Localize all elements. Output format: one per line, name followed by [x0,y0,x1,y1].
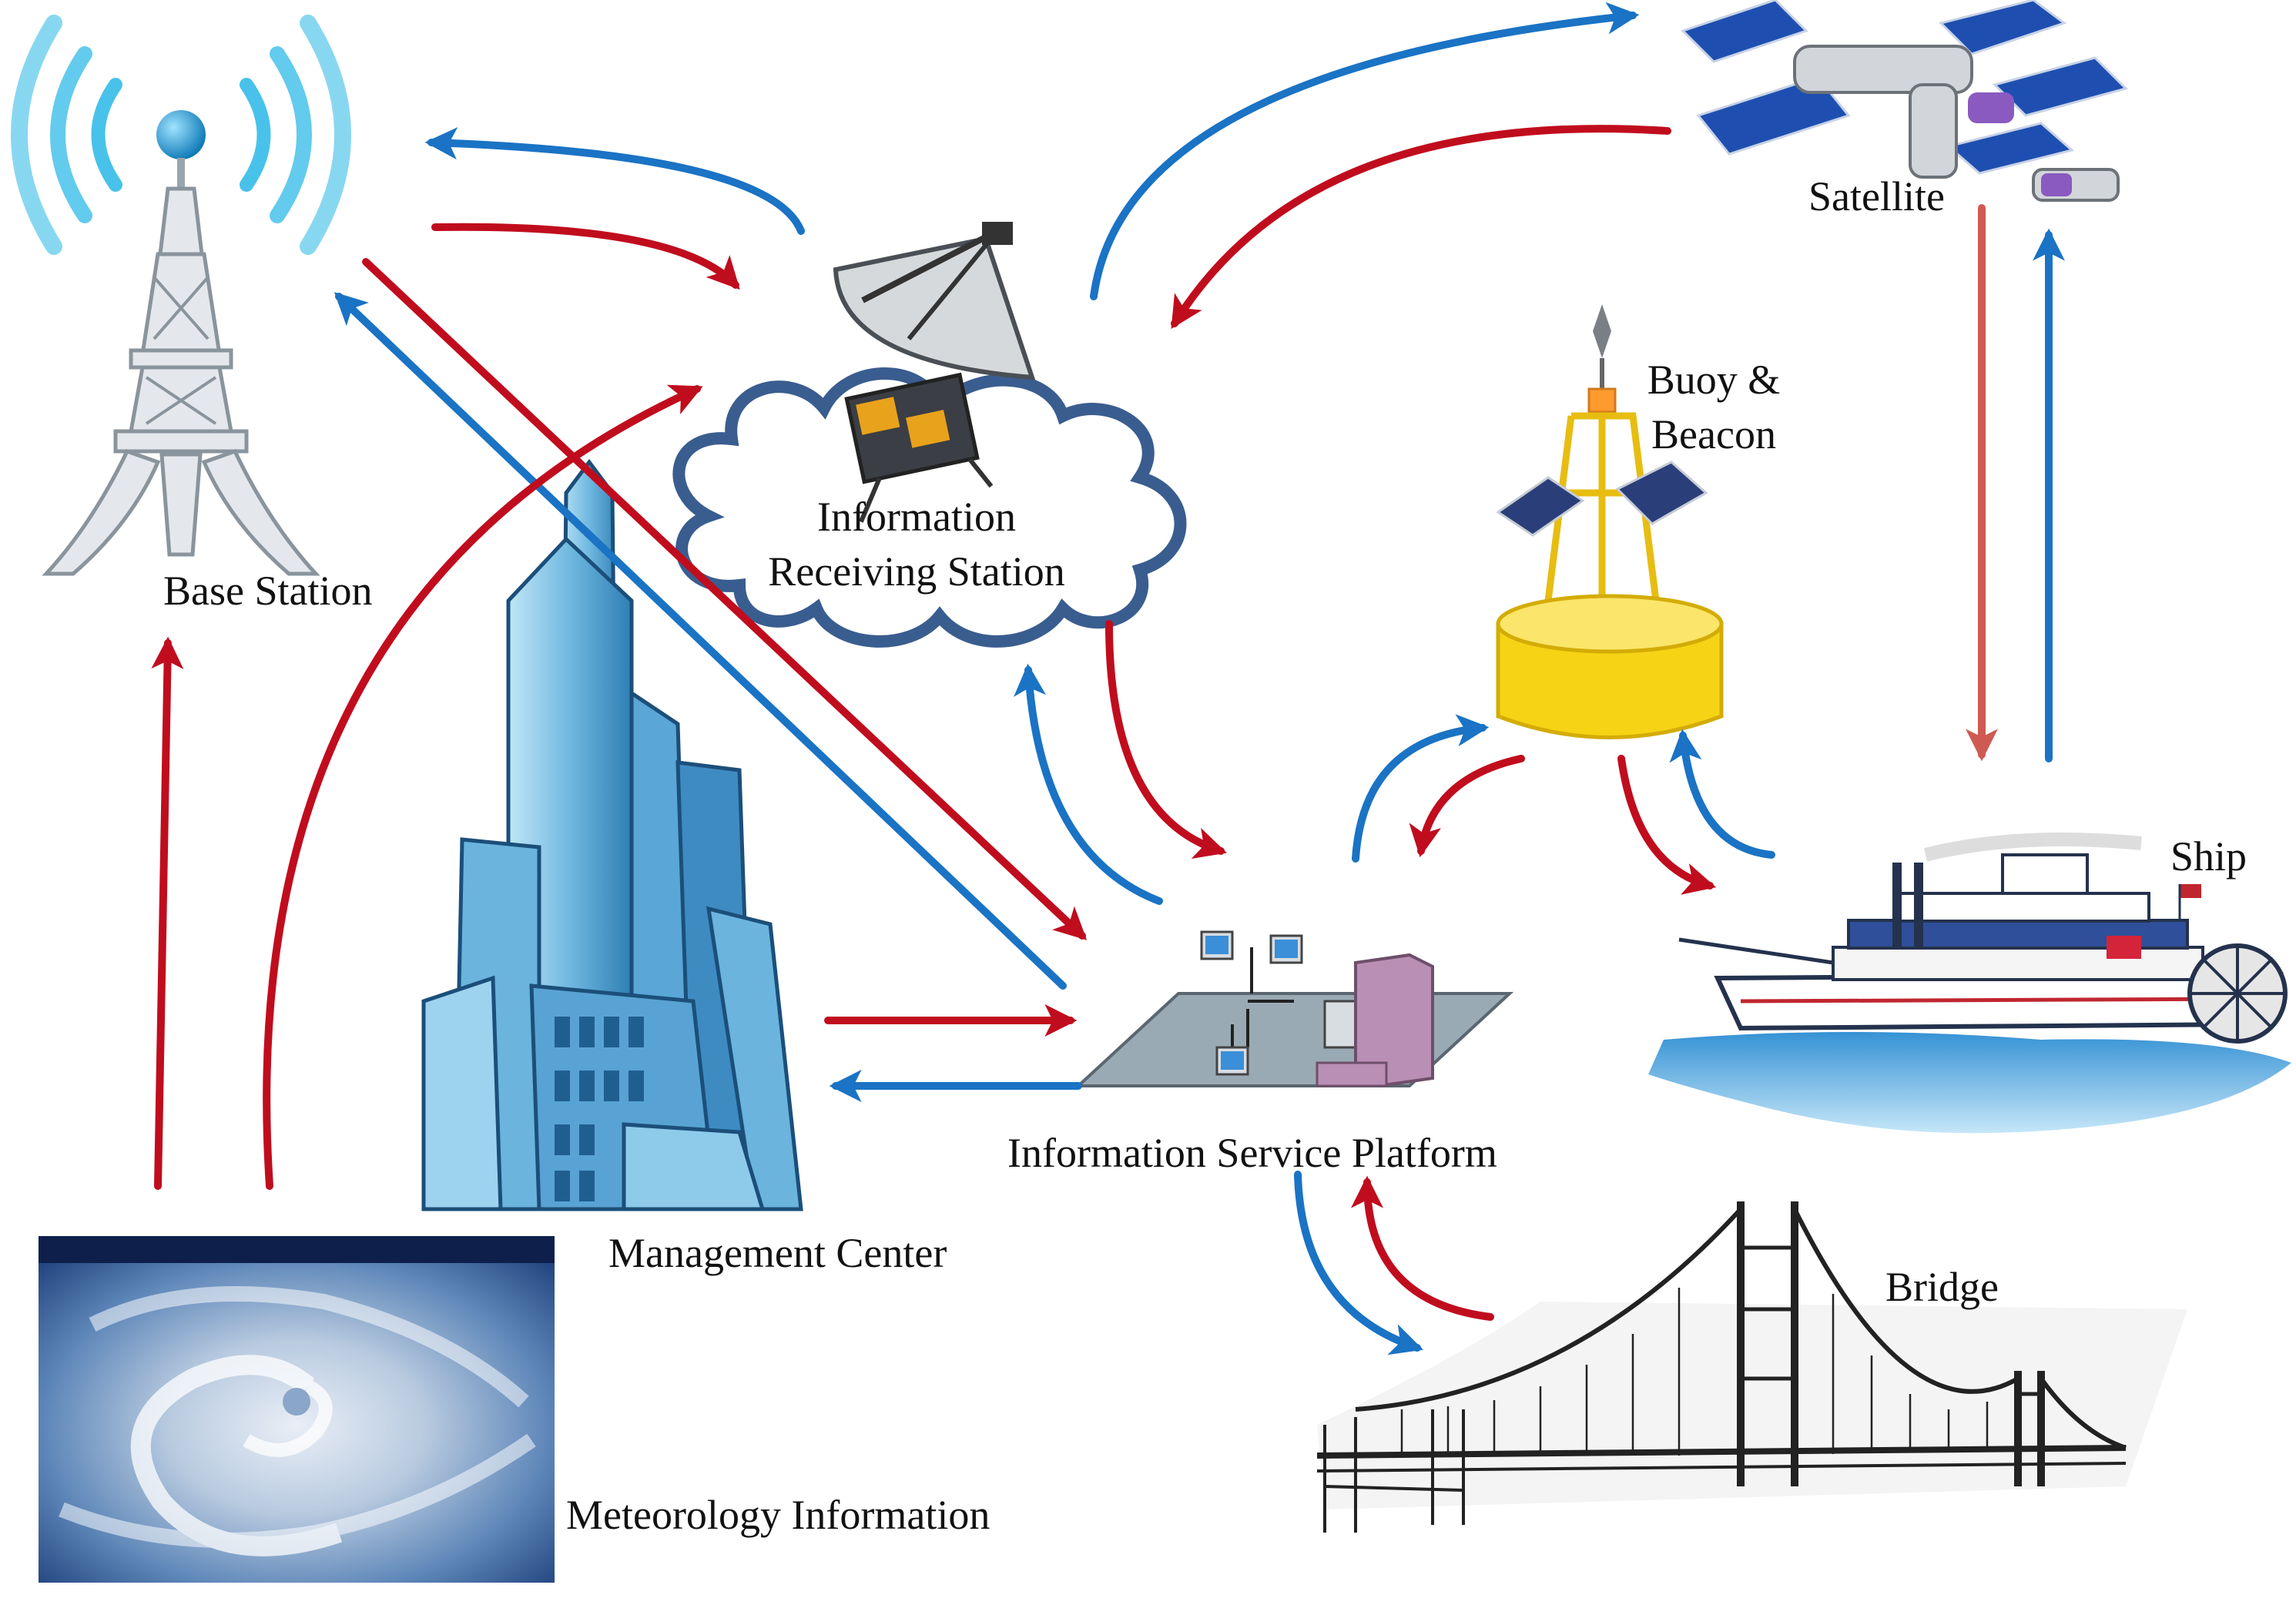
label-meteorology: Meteorology Information [566,1492,990,1538]
label-receiving-station: Information Receiving Station [739,490,1094,600]
arrow-receiving-to-base [424,127,805,235]
arrow-buoy-to-ship [1617,755,1717,895]
label-ship: Ship [2170,833,2247,880]
arrow-platform-to-receiving [1014,663,1163,905]
label-base-station: Base Station [163,568,373,614]
arrow-platform-to-bridge [1294,1171,1423,1355]
arrow-receiving-to-platform [1105,620,1228,859]
arrow-platform-to-buoy [1352,714,1490,863]
arrow-bridge-to-platform [1351,1175,1494,1321]
label-buoy-line1: Buoy & [1647,357,1781,403]
label-satellite: Satellite [1808,173,1945,219]
arrow-buoy-to-platform [1409,755,1525,858]
label-receiving-station-line2: Receiving Station [768,548,1065,595]
arrow-base-to-receiving [431,223,740,290]
skyscraper-icon [421,458,803,1211]
label-bridge: Bridge [1885,1264,1999,1310]
radio-tower-icon [11,15,351,576]
steamboat-icon [1648,833,2291,1134]
label-buoy-beacon: Buoy & Beacon [1625,353,1802,463]
arrow-ship-to-buoy [1669,729,1775,859]
network-computers-icon [1074,930,1514,1088]
arrow-receiving-to-satellite [1090,2,1640,300]
arrow-satellite-to-receiving [1171,125,1671,330]
arrow-platform-to-base [334,292,1067,990]
space-station-icon [1681,0,2128,202]
label-buoy-line2: Beacon [1651,411,1776,458]
arrow-base-to-platform [362,258,1088,940]
buoy-beacon-icon [1496,304,1724,739]
hurricane-photo-icon [39,1236,555,1583]
suspension-bridge-icon [1316,1201,2187,1533]
label-management-center: Management Center [608,1230,947,1276]
arrow-meteorology-to-receiving [263,384,703,1190]
label-receiving-station-line1: Information [817,494,1016,540]
receiving-station-cloud [672,367,1187,648]
arrow-meteorology-to-base [151,636,184,1190]
label-platform: Information Service Platform [1007,1130,1497,1176]
satellite-dish-icon [833,222,1036,523]
flow-arrows [151,2,2065,1355]
